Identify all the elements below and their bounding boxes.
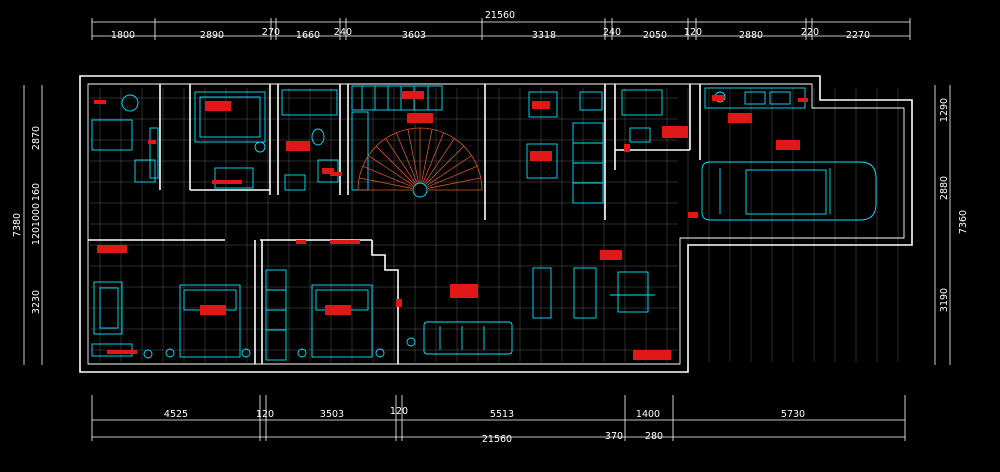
room-tag	[212, 180, 242, 184]
room-tag	[450, 284, 478, 298]
dim-left-3: 1000	[31, 203, 42, 227]
room-tag	[624, 144, 630, 152]
dim-top-13: 2270	[846, 30, 870, 41]
room-tag	[798, 98, 808, 102]
room-tag	[662, 126, 688, 138]
dim-top-11: 2880	[739, 30, 763, 41]
dim-bottom-total: 21560	[482, 434, 512, 445]
dim-top-1: 1800	[111, 30, 135, 41]
dim-bottom-4: 120	[390, 406, 408, 417]
dim-top-8: 240	[603, 27, 621, 38]
dim-bottom-extra-1: 370	[605, 431, 623, 442]
dim-top-7: 3318	[532, 30, 556, 41]
room-tag	[205, 101, 231, 111]
room-tag	[712, 95, 724, 101]
room-tag	[322, 168, 334, 174]
dim-left-1: 2870	[31, 126, 42, 150]
dim-bottom-extra-2: 280	[645, 431, 663, 442]
dimension-lines	[23, 18, 951, 441]
room-tag	[148, 140, 156, 144]
dim-right-3: 3190	[939, 288, 950, 312]
room-tag	[633, 350, 671, 360]
room-tag	[600, 250, 622, 260]
room-tag	[530, 151, 552, 161]
room-tag	[286, 141, 310, 151]
room-tag	[94, 100, 106, 104]
room-tag	[200, 305, 226, 315]
room-tag	[688, 212, 698, 218]
walls	[79, 75, 913, 373]
dim-bottom-5: 5513	[490, 409, 514, 420]
dim-top-total: 21560	[485, 10, 515, 21]
room-tag	[107, 350, 137, 354]
room-tag	[407, 113, 433, 123]
dim-bottom-2: 120	[256, 409, 274, 420]
room-tag	[325, 305, 351, 315]
dim-bottom-6: 1400	[636, 409, 660, 420]
dim-top-4: 1660	[296, 30, 320, 41]
room-tags	[94, 91, 808, 360]
room-tag	[402, 91, 424, 99]
dim-top-12: 220	[801, 27, 819, 38]
dim-top-5: 240	[334, 27, 352, 38]
dim-right-total: 7360	[958, 210, 969, 234]
dim-left-2: 160	[31, 183, 42, 201]
dim-top-9: 2050	[643, 30, 667, 41]
room-tag	[776, 140, 800, 150]
dim-top-2: 2890	[200, 30, 224, 41]
dim-top-10: 120	[684, 27, 702, 38]
dim-left-total: 7380	[12, 213, 23, 237]
dim-left-4: 120	[31, 227, 42, 245]
room-tag	[330, 240, 360, 244]
dim-bottom-3: 3503	[320, 409, 344, 420]
furniture-layer	[91, 85, 877, 361]
room-tag	[396, 299, 402, 307]
dim-top-6: 3603	[402, 30, 426, 41]
spiral-staircase	[357, 127, 483, 191]
room-tag	[296, 240, 306, 244]
dim-right-2: 2880	[939, 176, 950, 200]
room-tag	[728, 113, 752, 123]
room-tag	[532, 101, 550, 109]
dim-right-1: 1290	[939, 98, 950, 122]
dim-bottom-7: 5730	[781, 409, 805, 420]
dim-bottom-1: 4525	[164, 409, 188, 420]
dim-left-5: 3230	[31, 290, 42, 314]
room-tag	[97, 245, 127, 253]
dim-top-3: 270	[262, 27, 280, 38]
room-tag	[330, 172, 342, 176]
